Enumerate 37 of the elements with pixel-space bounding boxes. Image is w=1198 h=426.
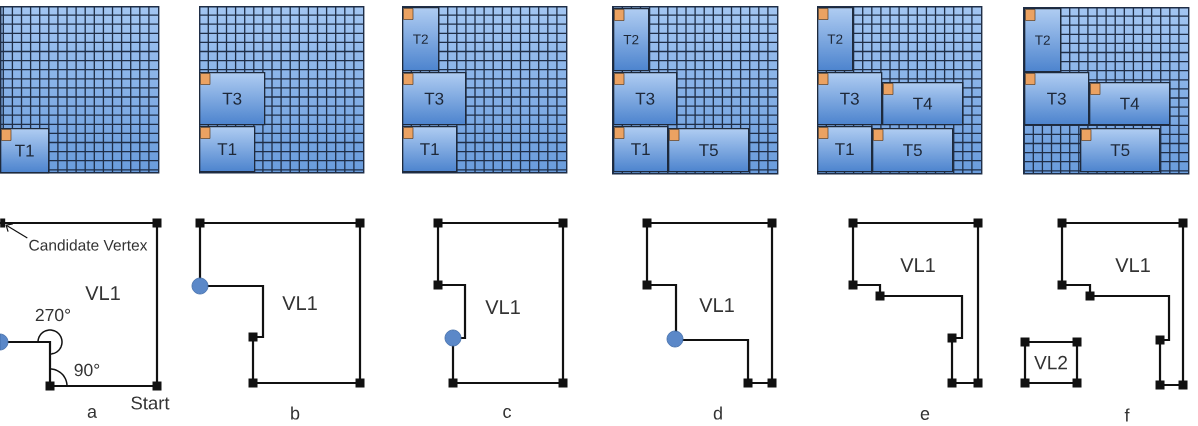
panel-letter: e <box>920 410 930 420</box>
tile-box: T3 <box>817 72 883 126</box>
tile-box: T2 <box>613 8 650 72</box>
outline-polygon: VL1 <box>436 221 565 385</box>
panel-letter: c <box>503 408 512 418</box>
outline-polygon: VL1 <box>645 221 774 385</box>
tile-box: T3 <box>613 72 678 126</box>
panel-letter: a <box>87 408 97 418</box>
tile-box: T4 <box>882 82 964 126</box>
tile-box: T1 <box>0 128 50 174</box>
panel-letter: d <box>713 406 722 420</box>
tile-box: T5 <box>668 128 750 173</box>
tile-box: T4 <box>1089 82 1171 126</box>
tile-box: T1 <box>199 126 256 173</box>
tile-box: T1 <box>402 126 458 173</box>
vertex-label: Start <box>131 396 170 410</box>
callout-text: Candidate Vertex <box>29 239 148 251</box>
panel-letter: b <box>291 406 300 420</box>
tile-box: T1 <box>613 126 669 173</box>
tile-box: T3 <box>1024 72 1090 126</box>
vertex-marker <box>0 218 6 228</box>
tile-box: T3 <box>199 72 266 126</box>
angle-label: 270° <box>35 308 71 322</box>
outline-polygon: VL1 <box>198 221 362 385</box>
tile-box: T2 <box>817 7 854 72</box>
grid-panel <box>0 5 160 174</box>
outline-polygon: VL1 <box>851 221 980 385</box>
tile-box: T2 <box>402 7 440 72</box>
tile-box: T2 <box>1024 8 1062 73</box>
angle-label: 90° <box>74 363 100 377</box>
leader-arrow <box>5 223 28 239</box>
panel-letter: f <box>1124 408 1130 422</box>
tile-box: T5 <box>872 128 954 173</box>
tile-box: T1 <box>817 126 873 173</box>
outline-box: VL2 <box>1023 340 1079 385</box>
tile-box: T3 <box>402 72 467 126</box>
tile-box: T5 <box>1080 128 1161 173</box>
